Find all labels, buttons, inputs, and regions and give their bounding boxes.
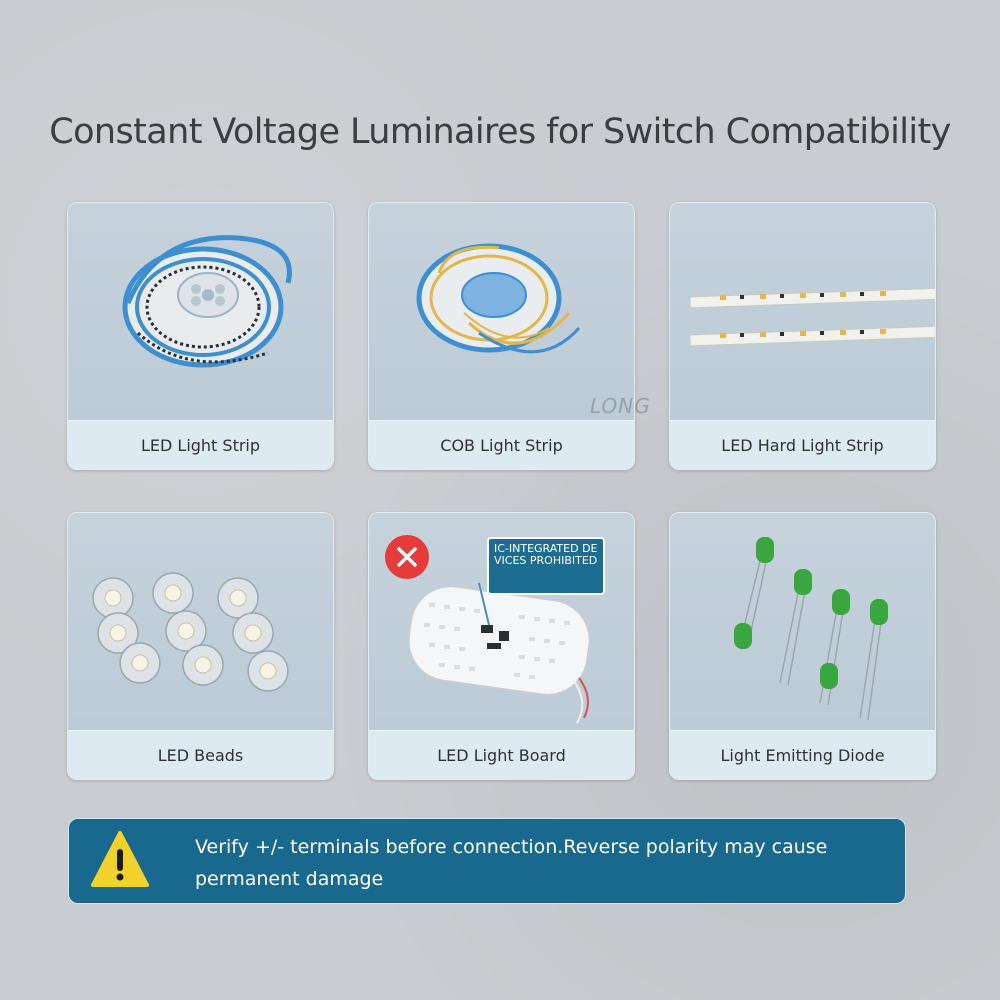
led-light-strip-image <box>68 203 333 420</box>
card-caption: Light Emitting Diode <box>670 730 935 779</box>
warning-text: Verify +/- terminals before connection.R… <box>195 836 828 890</box>
prohibited-x-icon <box>385 535 429 579</box>
card-cob-light-strip: COB Light Strip <box>368 202 635 470</box>
led-bead-stars-icon <box>92 572 289 692</box>
light-emitting-diode-image <box>670 513 935 730</box>
card-caption: LED Hard Light Strip <box>670 420 935 469</box>
led-beads-image: LONG <box>68 513 333 751</box>
led-light-board-image: IC-INTEGRATED DEVICES PROHIBITED <box>369 513 634 730</box>
warning-banner: Verify +/- terminals before connection.R… <box>68 818 906 904</box>
card-caption: LED Beads <box>68 730 333 779</box>
ic-prohibited-note: IC-INTEGRATED DEVICES PROHIBITED <box>487 537 605 595</box>
red-x-icon <box>397 547 417 567</box>
card-led-light-board: IC-INTEGRATED DEVICES PROHIBITED LED Lig… <box>368 512 635 780</box>
card-caption: LED Light Board <box>369 730 634 779</box>
card-light-emitting-diode: Light Emitting Diode <box>669 512 936 780</box>
card-led-beads: LONG LED Beads <box>67 512 334 780</box>
led-light-strip-reel-icon <box>122 235 292 368</box>
card-led-light-strip: LED Light Strip <box>67 202 334 470</box>
page-title: Constant Voltage Luminaires for Switch C… <box>49 112 951 152</box>
green-led-diodes-icon <box>734 537 888 721</box>
watermark: LONG <box>590 394 651 418</box>
cob-light-strip-reel-icon <box>416 243 581 354</box>
warning-icon-box <box>89 829 151 891</box>
card-caption: COB Light Strip <box>369 420 634 469</box>
cob-light-strip-image <box>369 203 634 420</box>
led-hard-light-bar-icon <box>689 287 935 347</box>
card-led-hard-light-strip: LED Hard Light Strip <box>669 202 936 470</box>
card-caption: LED Light Strip <box>68 420 333 469</box>
led-hard-light-strip-image <box>670 203 935 420</box>
warning-triangle-icon <box>91 831 149 887</box>
